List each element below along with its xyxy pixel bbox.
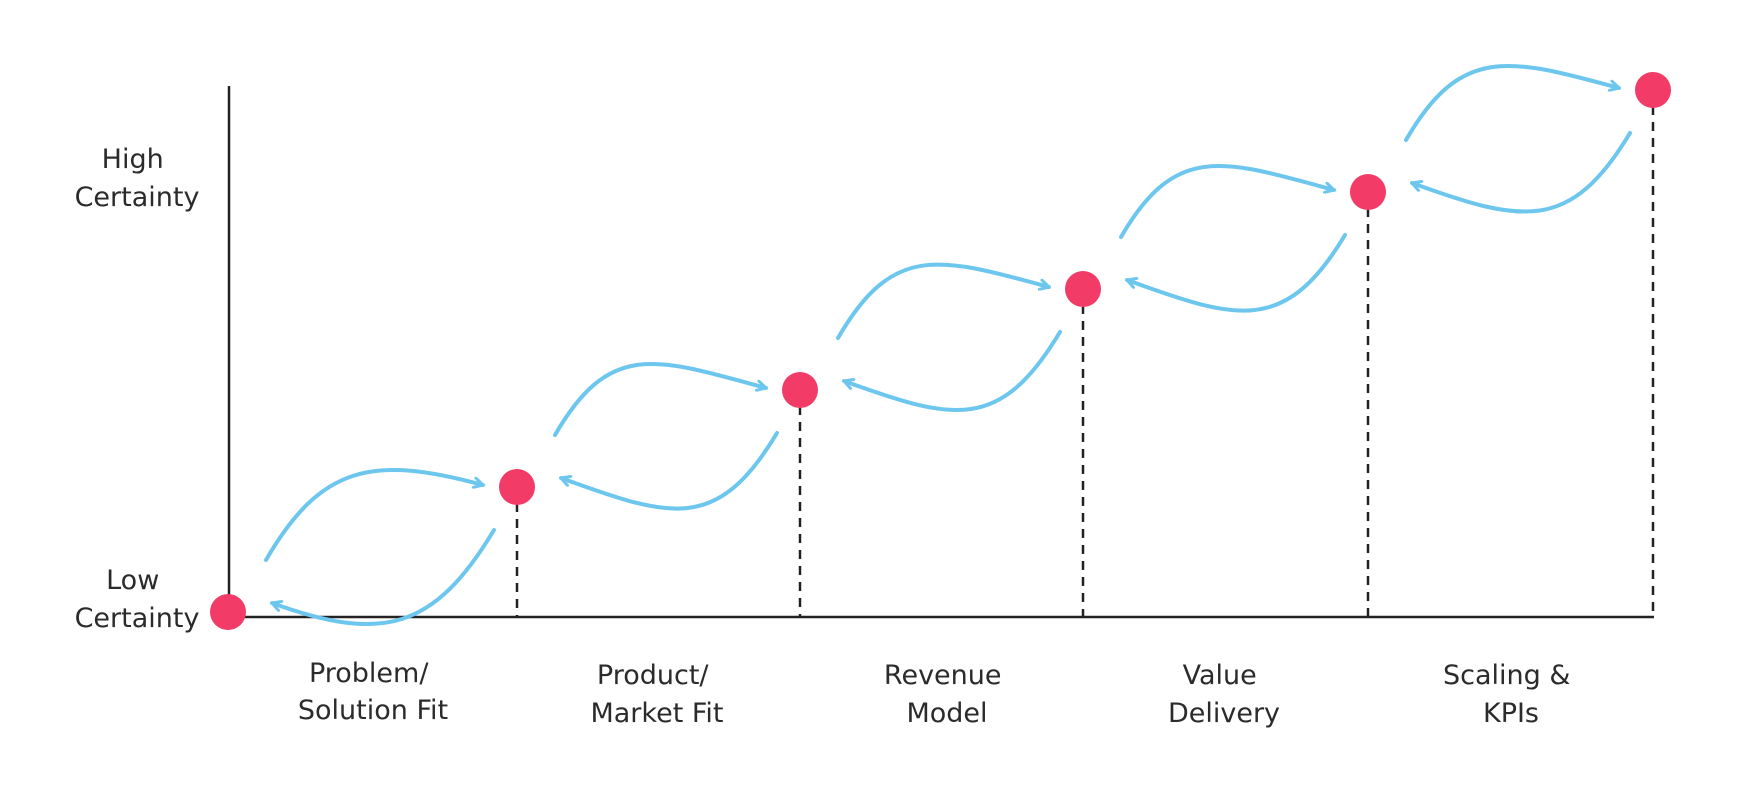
stage-node bbox=[1635, 72, 1671, 108]
forward-arrow bbox=[1404, 63, 1621, 142]
backward-arrow bbox=[559, 431, 779, 511]
forward-arrow bbox=[553, 362, 768, 437]
iteration-arrows bbox=[264, 63, 1632, 627]
backward-arrow bbox=[270, 528, 496, 627]
stage-label-product-market-fit: Product/ Market Fit bbox=[590, 660, 723, 729]
backward-arrow bbox=[842, 330, 1062, 412]
stage-node bbox=[210, 594, 246, 630]
backward-arrow bbox=[1410, 131, 1632, 214]
stage-node bbox=[1065, 271, 1101, 307]
stage-label-scaling-kpis: Scaling & KPIs bbox=[1443, 660, 1579, 729]
forward-arrow bbox=[264, 468, 485, 562]
stage-label-revenue-model: Revenue Model bbox=[884, 660, 1010, 729]
forward-arrow bbox=[836, 262, 1051, 340]
forward-arrow bbox=[1119, 164, 1336, 239]
stage-nodes bbox=[210, 72, 1671, 630]
stage-node bbox=[499, 469, 535, 505]
stage-label-problem-solution-fit: Problem/ Solution Fit bbox=[298, 658, 448, 726]
y-axis-low-label: Low Certainty bbox=[75, 565, 200, 634]
stage-node bbox=[1350, 174, 1386, 210]
dashed-drop-lines bbox=[515, 90, 1655, 617]
stage-node bbox=[782, 372, 818, 408]
backward-arrow bbox=[1125, 233, 1347, 313]
y-axis-high-label: High Certainty bbox=[75, 144, 200, 213]
stage-label-value-delivery: Value Delivery bbox=[1168, 660, 1280, 729]
